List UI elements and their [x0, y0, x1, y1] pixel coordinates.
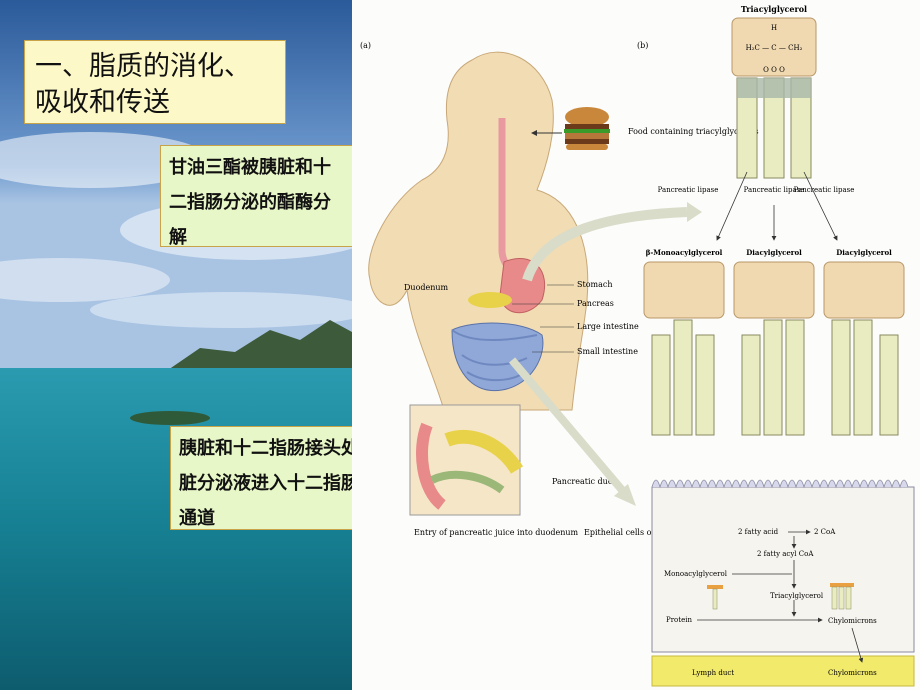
chylomicrons-bottom-label: Chylomicrons — [828, 669, 877, 677]
svg-text:H₂C — C — CH₂: H₂C — C — CH₂ — [746, 44, 803, 52]
product-molecules — [643, 261, 905, 436]
diacylglycerol-label-2: Diacylglycerol — [836, 248, 892, 257]
pancreatic-duct-label: Pancreatic duct — [552, 477, 616, 486]
intestinal-cell-diagram — [651, 479, 915, 687]
triacylglycerol-icon — [830, 583, 854, 610]
panel-a-label: (a) — [360, 41, 371, 50]
lipid-digestion-figure: (a) Food containing triacylglycerols Sto… — [352, 0, 920, 690]
svg-text:H: H — [771, 24, 777, 32]
pancreas-label: Pancreas — [577, 299, 614, 308]
lipase-label-2: Pancreatic lipase — [744, 186, 805, 194]
entry-label: Entry of pancreatic juice into duodenum — [414, 528, 579, 537]
svg-text:O O O: O O O — [763, 66, 785, 74]
slide-title: 一、脂质的消化、吸收和传送 — [24, 40, 286, 124]
fatty-acid-label: 2 fatty acid — [738, 528, 779, 536]
panel-b-label: (b) — [637, 41, 648, 50]
human-body-silhouette — [368, 51, 589, 411]
lymph-duct-label: Lymph duct — [692, 669, 734, 677]
large-intestine-label: Large intestine — [577, 322, 639, 331]
pancreas-shape — [468, 292, 512, 308]
hamburger-icon — [564, 107, 610, 150]
lipase-label-1: Pancreatic lipase — [658, 186, 719, 194]
triacylglycerol-label: Triacylglycerol — [741, 4, 807, 14]
epithelial-label: Epithelial cells of intestinal wall — [584, 528, 715, 537]
chylomicrons-label: Chylomicrons — [828, 617, 877, 625]
duodenum-inset — [409, 404, 524, 516]
cell-triacylglycerol-label: Triacylglycerol — [770, 592, 824, 600]
lipase-label-3: Pancreatic lipase — [794, 186, 855, 194]
fatty-acyl-coa-label: 2 fatty acyl CoA — [757, 550, 814, 558]
small-intestine-label: Small intestine — [577, 347, 638, 356]
diacylglycerol-label-1: Diacylglycerol — [746, 248, 802, 257]
monoacylglycerol-label: β-Monoacylglycerol — [646, 248, 723, 257]
triacylglycerol-molecule: H H₂C — C — CH₂ O O O — [731, 17, 817, 179]
stomach-label: Stomach — [577, 280, 613, 289]
coa-label: 2 CoA — [814, 528, 836, 536]
note-lipase-hydrolysis: 甘油三酯被胰脏和十二指肠分泌的酯酶分解 — [160, 145, 354, 248]
cell-monoacylglycerol-label: Monoacylglycerol — [664, 570, 728, 578]
duodenum-label: Duodenum — [404, 283, 449, 292]
protein-label: Protein — [666, 616, 692, 624]
monoacylglycerol-icon — [707, 585, 723, 610]
food-label: Food containing triacylglycerols — [628, 127, 759, 136]
